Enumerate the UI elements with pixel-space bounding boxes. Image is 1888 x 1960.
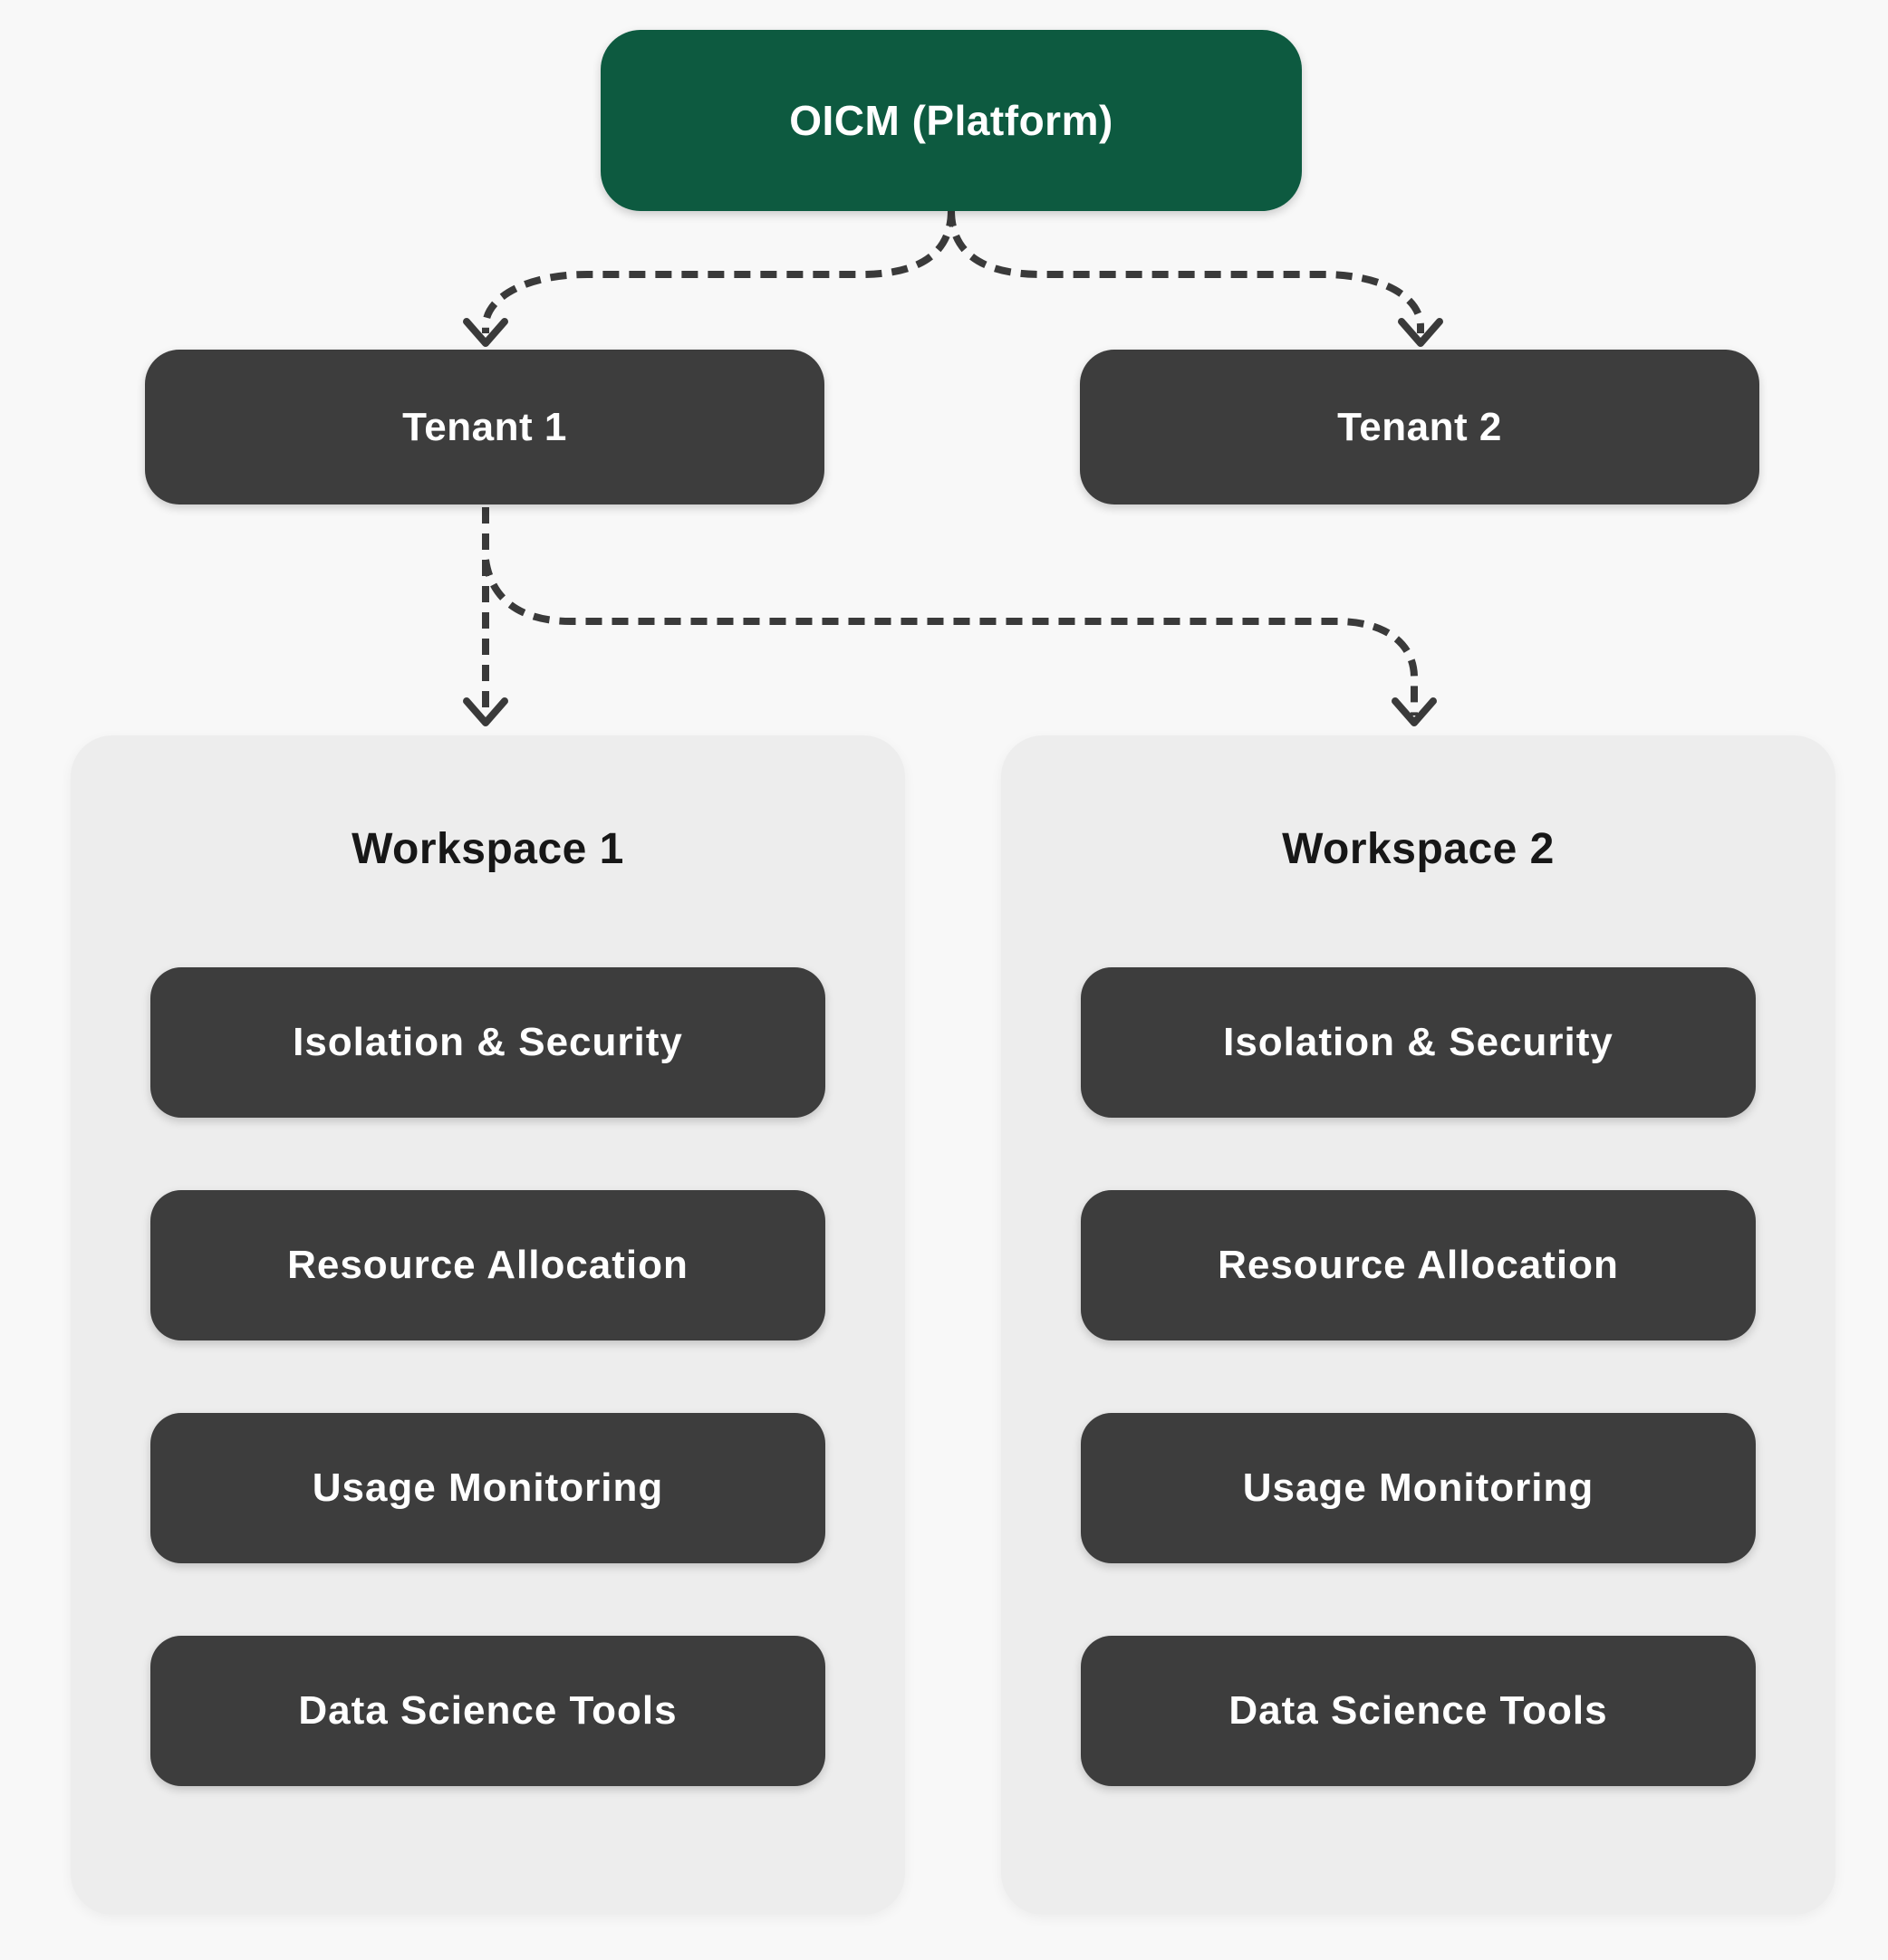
workspace-1-title: Workspace 1: [352, 825, 624, 873]
node-tenant-2: Tenant 2: [1080, 350, 1759, 504]
arrowhead-workspace1: [463, 697, 508, 726]
connector-root-to-tenant1: [482, 209, 955, 333]
node-usage-monitoring: Usage Monitoring: [1081, 1413, 1756, 1563]
workspace-1-items: Isolation & Security Resource Allocation…: [150, 967, 825, 1786]
node-isolation-security: Isolation & Security: [1081, 967, 1756, 1118]
connector-tenant1-to-workspace2: [482, 559, 1418, 716]
node-data-science-tools: Data Science Tools: [150, 1636, 825, 1786]
node-resource-allocation: Resource Allocation: [1081, 1190, 1756, 1340]
node-isolation-security: Isolation & Security: [150, 967, 825, 1118]
node-tenant-1: Tenant 1: [145, 350, 824, 504]
arrowhead-tenant1: [463, 318, 508, 347]
arrowhead-workspace2: [1392, 697, 1437, 726]
node-data-science-tools: Data Science Tools: [1081, 1636, 1756, 1786]
node-resource-allocation: Resource Allocation: [150, 1190, 825, 1340]
arrowhead-tenant2: [1398, 318, 1443, 347]
workspace-2-title: Workspace 2: [1282, 825, 1555, 873]
workspace-1-panel: Workspace 1 Isolation & Security Resourc…: [71, 735, 905, 1915]
node-usage-monitoring: Usage Monitoring: [150, 1413, 825, 1563]
workspace-2-items: Isolation & Security Resource Allocation…: [1081, 967, 1756, 1786]
workspace-2-panel: Workspace 2 Isolation & Security Resourc…: [1001, 735, 1835, 1915]
connector-root-to-tenant2: [948, 209, 1424, 333]
node-oicm-platform: OICM (Platform): [601, 30, 1302, 211]
